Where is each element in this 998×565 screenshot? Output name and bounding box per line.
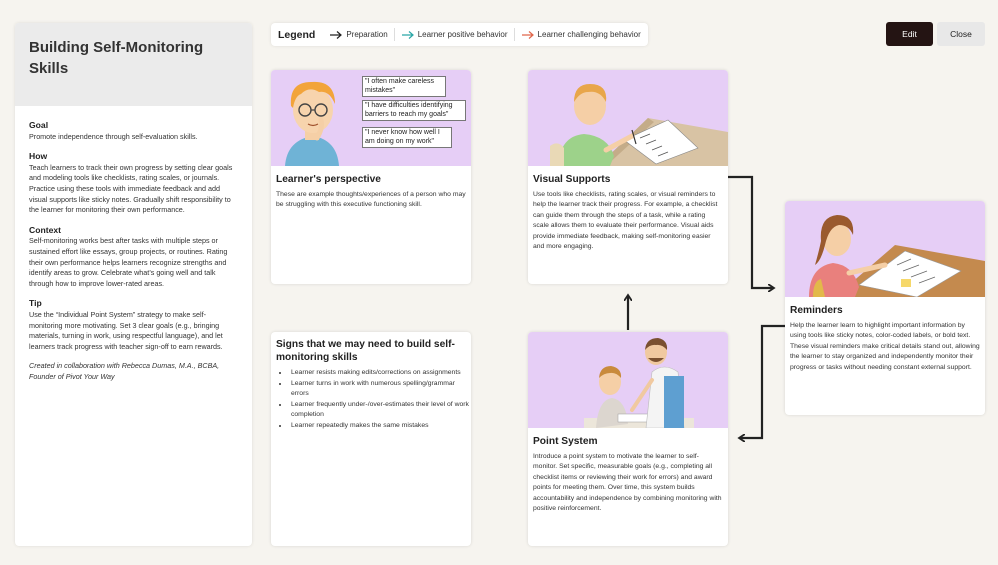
goal-text: Promote independence through self-evalua… — [29, 131, 198, 141]
card-title: Visual Supports — [533, 174, 611, 185]
arrow-right-icon — [401, 30, 414, 39]
legend-divider — [513, 28, 515, 41]
close-button[interactable]: Close — [937, 22, 985, 46]
legend-divider — [393, 28, 395, 41]
card-title: Reminders — [790, 305, 843, 316]
arrow-right-icon — [521, 30, 534, 39]
info-panel-body: Goal Promote independence through self-e… — [15, 106, 252, 382]
info-panel: Building Self-Monitoring Skills Goal Pro… — [15, 23, 252, 546]
list-item: Learner frequently under-/over-estimates… — [289, 400, 471, 421]
reminders-illustration — [785, 201, 985, 297]
card-learner-perspective[interactable]: "I often make careless mistakes" "I have… — [271, 70, 471, 284]
context-heading: Context — [29, 224, 61, 235]
card-reminders[interactable]: Reminders Help the learner learn to high… — [785, 201, 985, 415]
arrow-right-icon — [330, 30, 343, 39]
student-writing-icon — [550, 84, 728, 166]
legend-label: Learner positive behavior — [417, 30, 508, 39]
thought-bubble: "I never know how well I am doing on my … — [362, 127, 452, 148]
goal-heading: Goal — [29, 120, 49, 130]
learner-perspective-illustration: "I often make careless mistakes" "I have… — [271, 70, 471, 166]
thinking-child-icon — [285, 81, 339, 166]
arrow-reminders-to-points — [740, 324, 785, 438]
legend-label: Preparation — [346, 30, 388, 39]
card-text: Help the learner learn to highlight impo… — [790, 322, 980, 371]
teacher-student-icon — [584, 338, 694, 428]
list-item: Learner turns in work with numerous spel… — [289, 379, 471, 400]
thought-bubble: "I often make careless mistakes" — [362, 76, 446, 97]
card-title: Point System — [533, 436, 598, 447]
card-point-system[interactable]: Point System Introduce a point system to… — [528, 332, 728, 546]
how-text: Teach learners to track their own progre… — [29, 162, 233, 215]
point-system-illustration — [528, 332, 728, 428]
card-text: These are example thoughts/experiences o… — [276, 191, 466, 209]
tip-text: Use the “Individual Point System” strate… — [29, 309, 223, 351]
page-title: Building Self-Monitoring Skills — [29, 39, 204, 77]
info-panel-header: Building Self-Monitoring Skills — [15, 23, 252, 106]
legend-item-preparation: Preparation — [323, 30, 393, 40]
card-title: Signs that we may need to build self-mon… — [276, 339, 455, 363]
legend-item-challenging: Learner challenging behavior — [515, 30, 647, 40]
card-visual-supports[interactable]: Visual Supports Use tools like checklist… — [528, 70, 728, 284]
card-text: Use tools like checklists, rating scales… — [533, 191, 718, 251]
legend-title: Legend — [278, 28, 316, 41]
signs-list: Learner resists making edits/corrections… — [271, 368, 471, 432]
girl-studying-icon — [809, 215, 985, 297]
arrow-visual-to-reminders — [728, 175, 773, 288]
credit-text: Created in collaboration with Rebecca Du… — [29, 361, 220, 381]
legend-item-positive: Learner positive behavior — [395, 30, 514, 40]
visual-supports-illustration — [528, 70, 728, 166]
edit-button[interactable]: Edit — [886, 22, 933, 46]
legend: Legend Preparation Learner positive beha… — [271, 23, 648, 46]
card-title: Learner's perspective — [276, 174, 381, 185]
card-text: Introduce a point system to motivate the… — [533, 453, 722, 513]
how-heading: How — [29, 151, 48, 162]
tip-heading: Tip — [29, 298, 42, 309]
card-signs[interactable]: Signs that we may need to build self-mon… — [271, 332, 471, 546]
list-item: Learner repeatedly makes the same mistak… — [289, 421, 471, 432]
context-text: Self-monitoring works best after tasks w… — [29, 236, 228, 288]
thought-bubble: "I have difficulties identifying barrier… — [362, 100, 466, 121]
list-item: Learner resists making edits/corrections… — [289, 368, 471, 379]
legend-label: Learner challenging behavior — [537, 30, 641, 39]
